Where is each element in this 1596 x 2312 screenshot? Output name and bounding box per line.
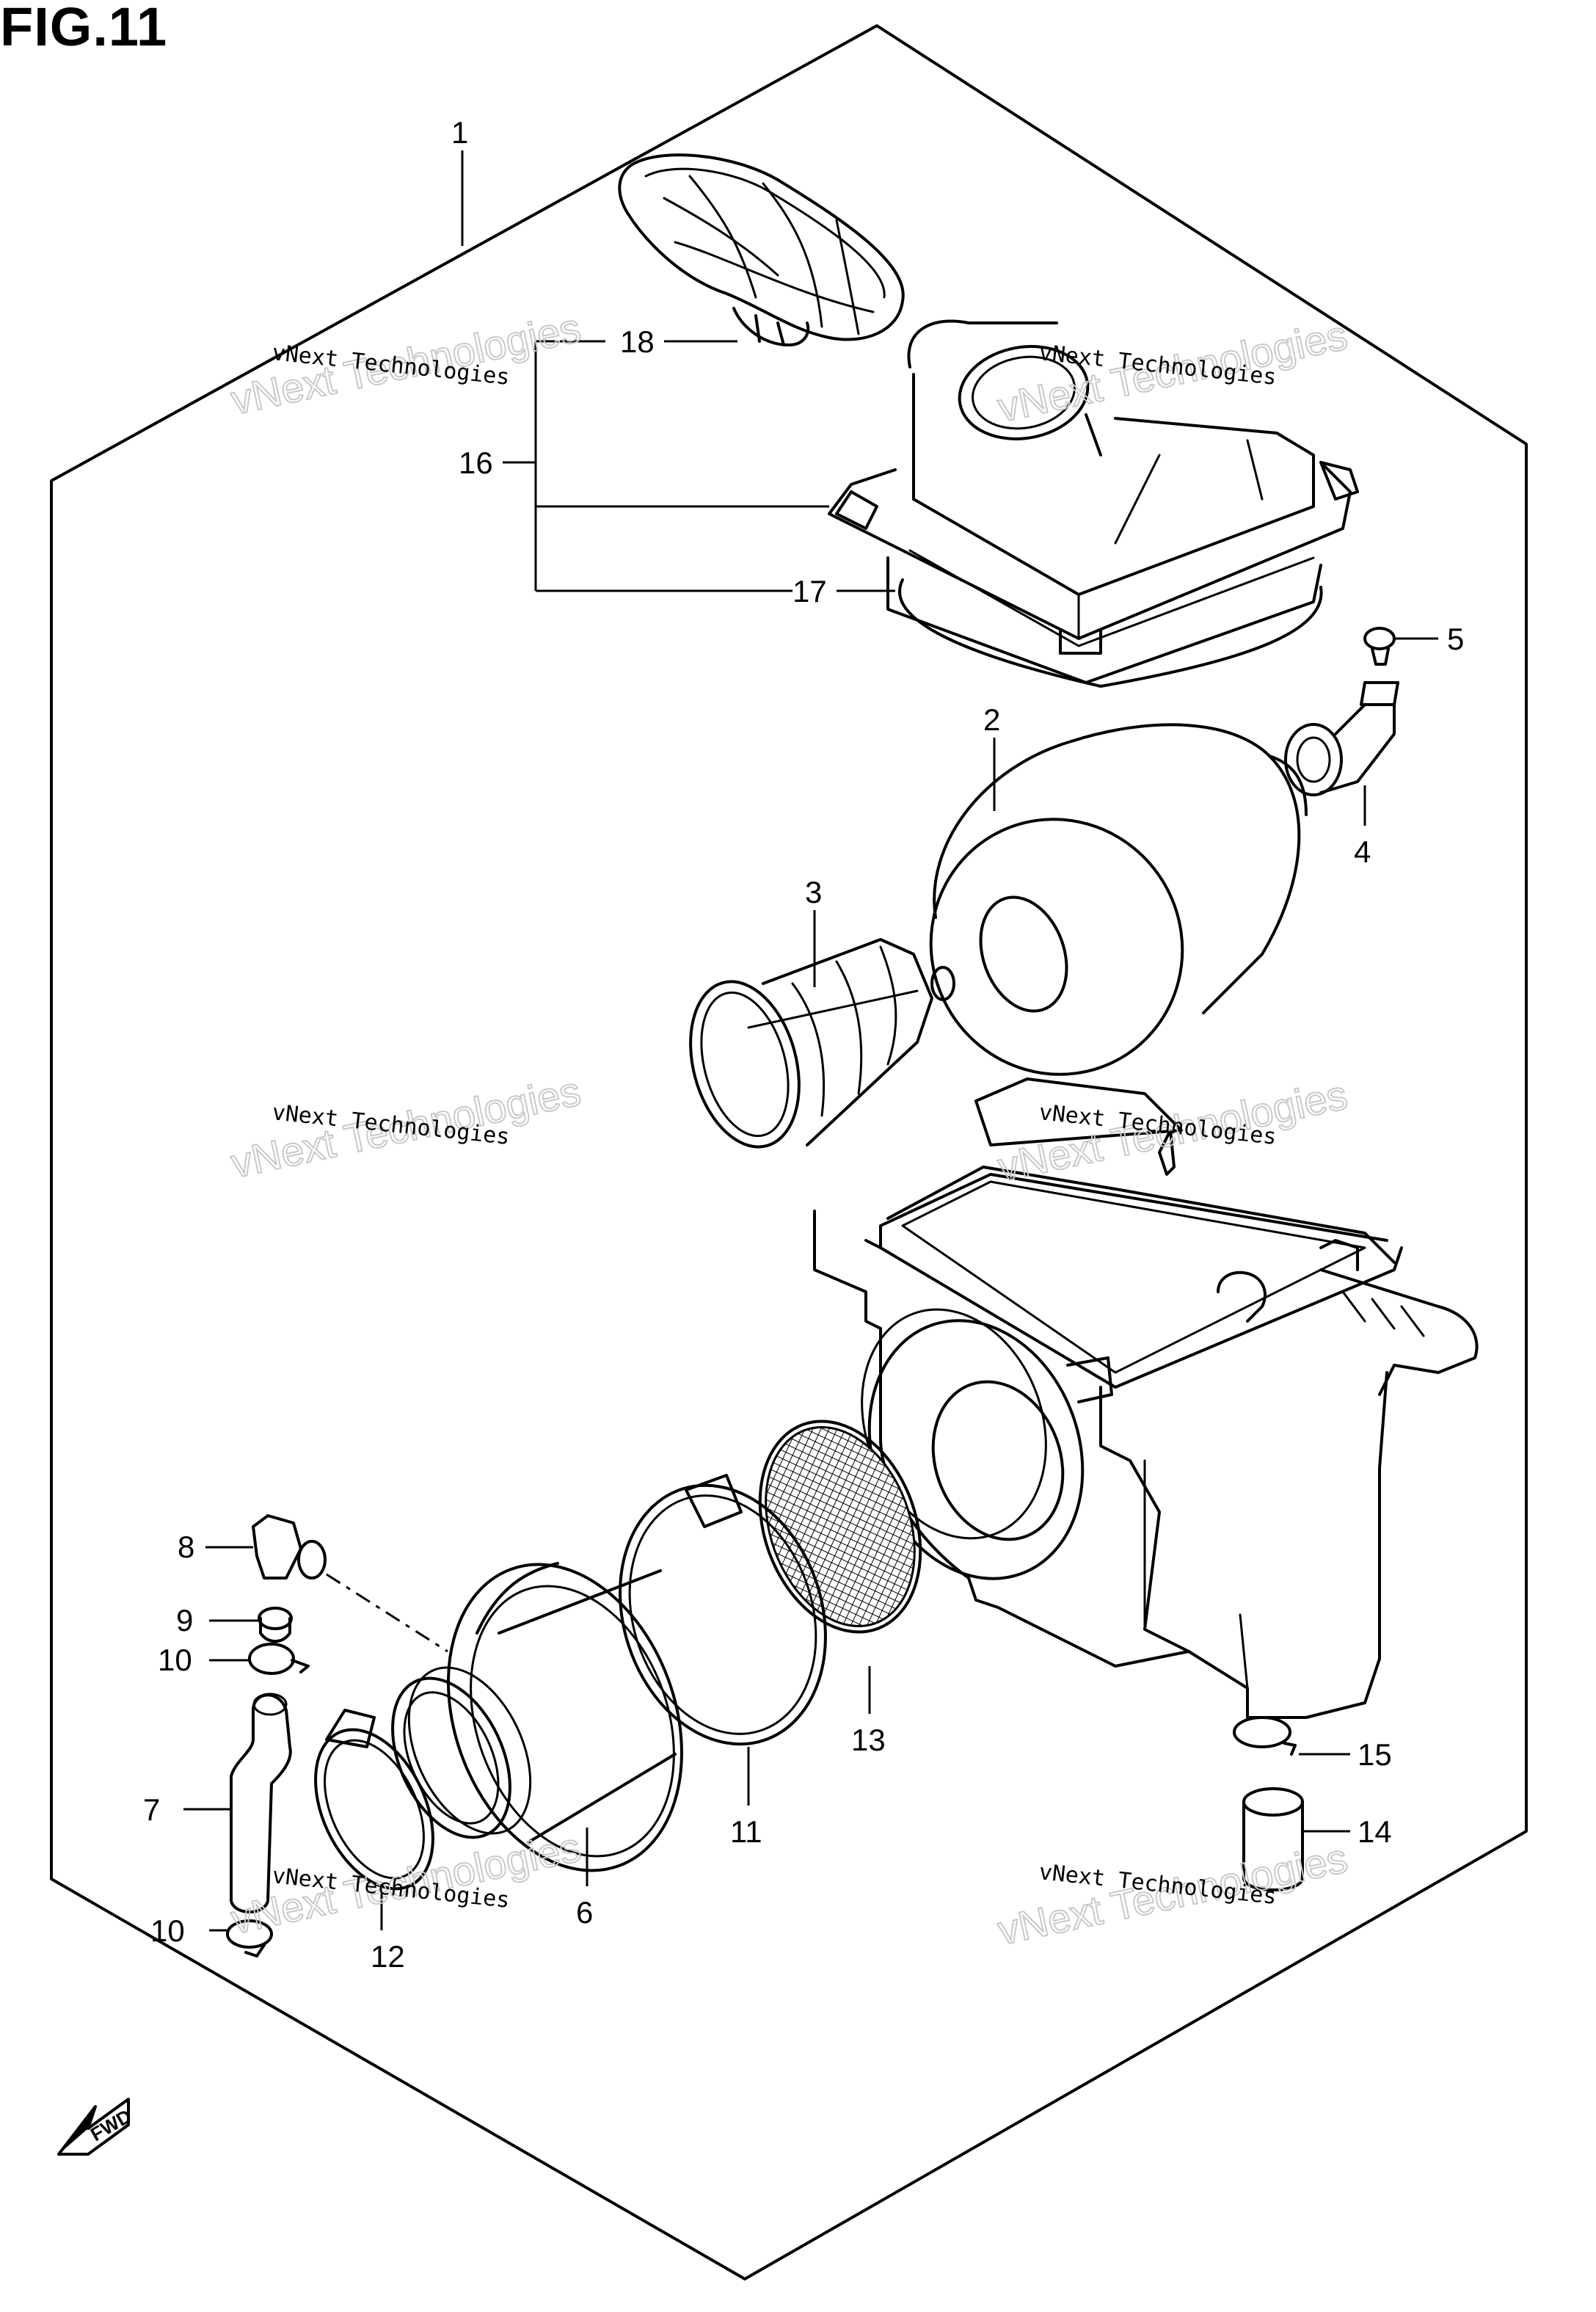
air-cleaner-cap	[618, 153, 1359, 688]
watermark: vNext Technologies vNext Technologies	[993, 1070, 1352, 1190]
fwd-arrow: FWD	[57, 2098, 135, 2156]
watermark: vNext Technologies vNext Technologies	[226, 303, 585, 423]
filter-cage	[689, 938, 955, 1149]
callout-10-lower: 10	[150, 1913, 185, 1948]
callout-5: 5	[1447, 622, 1464, 656]
callout-12: 12	[371, 1939, 405, 1974]
callout-14: 14	[1358, 1814, 1392, 1849]
callout-6: 6	[576, 1895, 593, 1930]
callout-2: 2	[983, 702, 1000, 737]
callout-7: 7	[143, 1792, 160, 1827]
band-clamp-small	[314, 1709, 434, 1891]
drain-plug	[1284, 681, 1399, 796]
filter-element	[929, 723, 1308, 1076]
assembly-boundary	[50, 24, 1528, 2280]
clip-drain	[1233, 1716, 1297, 1756]
callout-16: 16	[459, 446, 493, 480]
clip-upper	[248, 1643, 310, 1675]
callout-3: 3	[805, 875, 822, 909]
callout-10: 10	[158, 1643, 192, 1677]
clip-lower	[226, 1919, 273, 1957]
watermark: vNext Technologies vNext Technologies	[226, 1066, 585, 1187]
figure-title: FIG.11	[0, 0, 168, 57]
callout-17: 17	[792, 574, 827, 608]
callout-11: 11	[730, 1814, 762, 1849]
callout-13: 13	[851, 1723, 886, 1757]
breather-hose	[230, 1693, 292, 1913]
watermark: vNext Technologies vNext Technologies	[226, 1822, 585, 1943]
grommet	[258, 1607, 293, 1643]
callout-15: 15	[1358, 1737, 1392, 1772]
callout-9: 9	[176, 1603, 193, 1637]
callout-8: 8	[178, 1530, 194, 1564]
callout-4: 4	[1354, 835, 1371, 869]
breather-fitting	[252, 1514, 327, 1579]
screw	[1363, 627, 1396, 666]
intake-duct	[391, 1562, 683, 1872]
leader-lines	[183, 150, 1438, 1932]
watermark: vNext Technologies vNext Technologies	[993, 1833, 1352, 1954]
watermark: vNext Technologies vNext Technologies	[993, 310, 1352, 431]
drain-hose	[1242, 1787, 1304, 1891]
air-cleaner-case	[813, 1077, 1479, 1719]
callout-18: 18	[620, 324, 655, 359]
callout-1: 1	[451, 115, 468, 150]
callout-labels: 1 2 3 4 5 6 7 8 9 10 10 11 12 13 14 15 1…	[143, 115, 1464, 1974]
